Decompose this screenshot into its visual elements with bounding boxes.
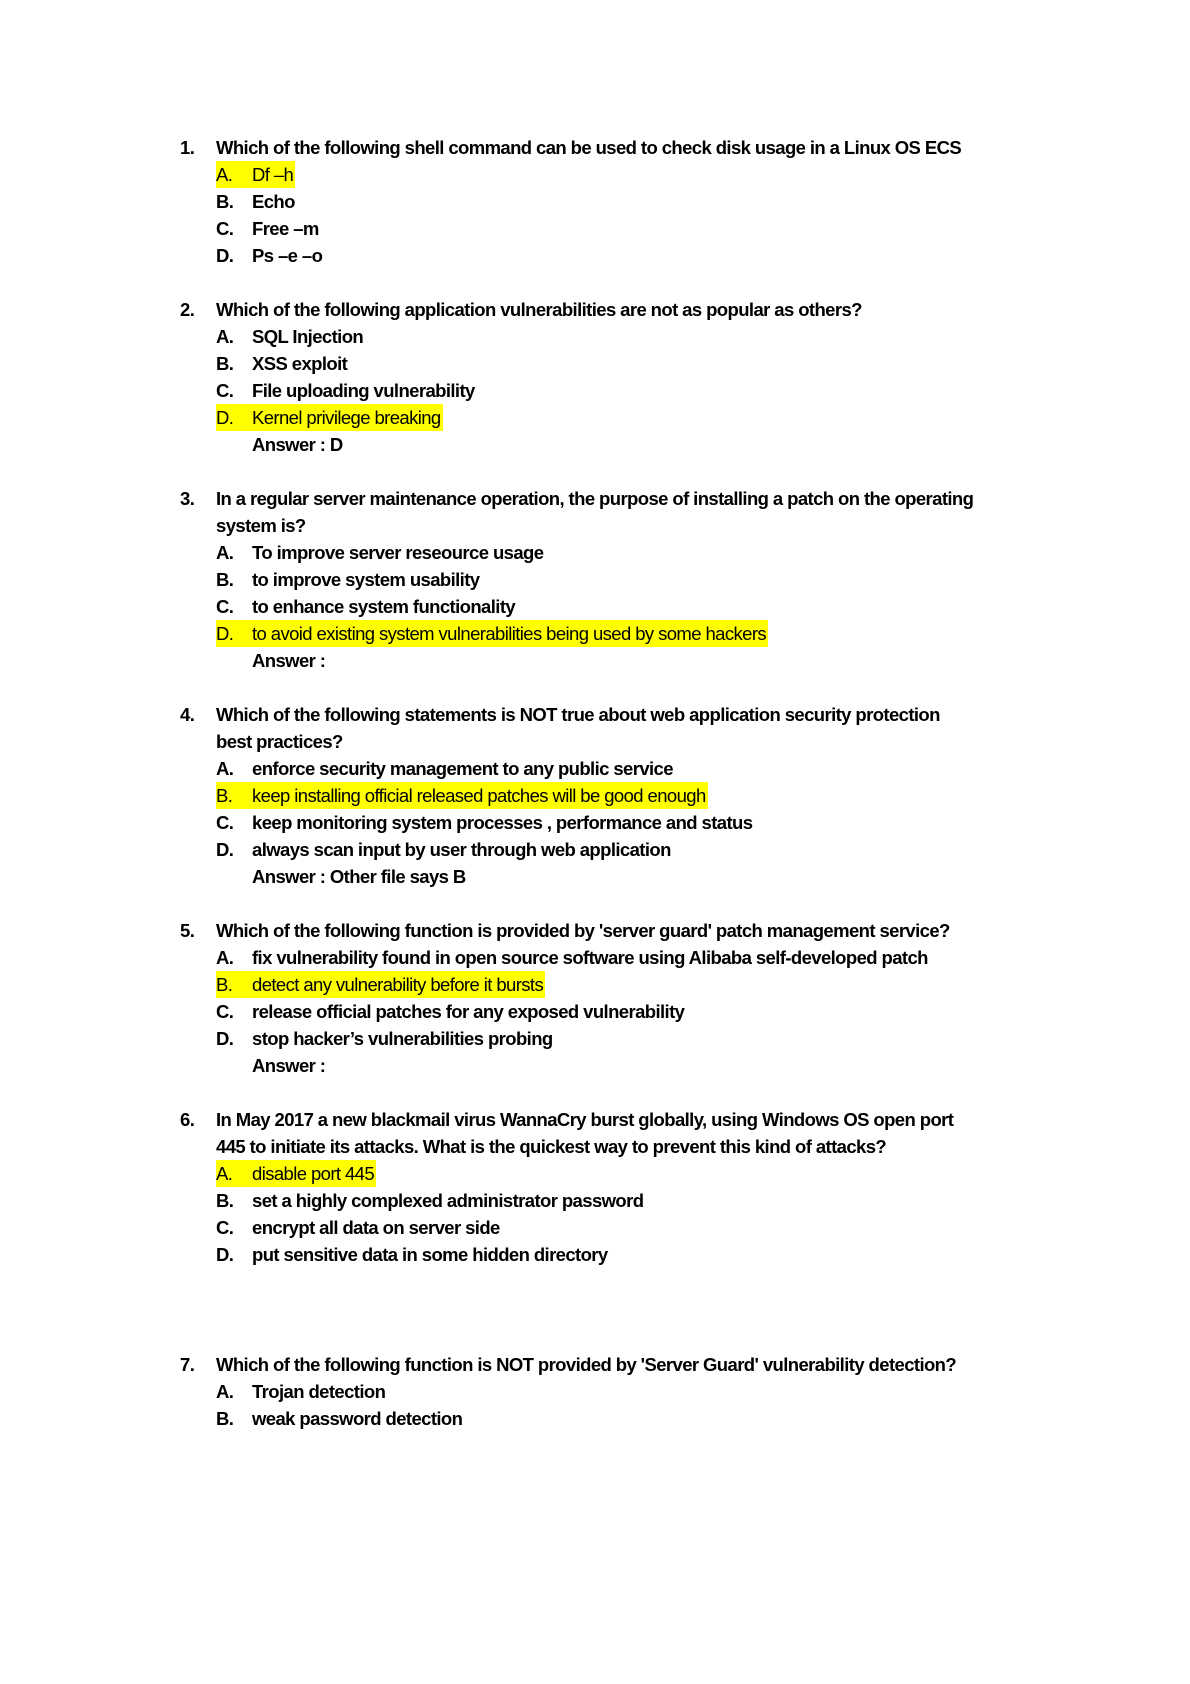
question-text: Which of the following function is NOT p… (216, 1354, 957, 1375)
question-2: 2. Which of the following application vul… (180, 296, 1060, 458)
question-number: 4. (180, 704, 195, 725)
question-6: 6. In May 2017 a new blackmail virus Wann… (180, 1106, 1060, 1268)
option-c: C.keep monitoring system processes , per… (216, 812, 753, 833)
answer-label: Answer : D (252, 434, 343, 455)
question-5: 5. Which of the following function is pro… (180, 917, 1060, 1079)
question-text-cont: best practices? (216, 731, 343, 752)
question-4: 4. Which of the following statements is N… (180, 701, 1060, 890)
question-text: Which of the following function is provi… (216, 920, 950, 941)
option-c: C.File uploading vulnerability (216, 380, 475, 401)
option-d: D.stop hacker’s vulnerabilities probing (216, 1028, 553, 1049)
question-text: Which of the following statements is NOT… (216, 704, 940, 725)
option-a: A.SQL Injection (216, 326, 364, 347)
option-c: C.Free –m (216, 218, 319, 239)
option-a-highlighted: A.Df –h (216, 161, 296, 188)
answer-label: Answer : Other file says B (252, 866, 466, 887)
option-d: D.always scan input by user through web … (216, 839, 671, 860)
question-text: In May 2017 a new blackmail virus WannaC… (216, 1109, 954, 1130)
question-text: Which of the following shell command can… (216, 137, 962, 158)
question-7: 7. Which of the following function is NOT… (180, 1351, 1060, 1432)
question-number: 6. (180, 1109, 195, 1130)
option-b: B.Echo (216, 191, 295, 212)
option-a-highlighted: A.disable port 445 (216, 1160, 377, 1187)
question-number: 7. (180, 1354, 195, 1375)
question-text: Which of the following application vulne… (216, 299, 862, 320)
option-a: A.Trojan detection (216, 1381, 386, 1402)
question-text-cont: system is? (216, 515, 306, 536)
option-b: B.weak password detection (216, 1408, 463, 1429)
question-number: 1. (180, 137, 195, 158)
option-b-highlighted: B.keep installing official released patc… (216, 782, 708, 809)
question-number: 3. (180, 488, 195, 509)
option-b: B.XSS exploit (216, 353, 348, 374)
option-a: A.enforce security management to any pub… (216, 758, 674, 779)
option-b: B.to improve system usability (216, 569, 480, 590)
question-number: 2. (180, 299, 195, 320)
option-b-highlighted: B.detect any vulnerability before it bur… (216, 971, 546, 998)
option-d-highlighted: D.Kernel privilege breaking (216, 404, 443, 431)
question-number: 5. (180, 920, 195, 941)
option-d: D.put sensitive data in some hidden dire… (216, 1244, 608, 1265)
answer-label: Answer : (252, 1055, 326, 1076)
option-d: D.Ps –e –o (216, 245, 323, 266)
question-3: 3. In a regular server maintenance operat… (180, 485, 1060, 674)
option-c: C.release official patches for any expos… (216, 1001, 685, 1022)
answer-label: Answer : (252, 650, 326, 671)
option-a: A.To improve server reseource usage (216, 542, 544, 563)
question-1: 1. Which of the following shell command c… (180, 134, 1060, 269)
question-text-cont: 445 to initiate its attacks. What is the… (216, 1136, 887, 1157)
option-c: C.encrypt all data on server side (216, 1217, 500, 1238)
option-c: C.to enhance system functionality (216, 596, 516, 617)
question-text: In a regular server maintenance operatio… (216, 488, 974, 509)
option-b: B.set a highly complexed administrator p… (216, 1190, 644, 1211)
option-d-highlighted: D.to avoid existing system vulnerabiliti… (216, 620, 769, 647)
option-a: A.fix vulnerability found in open source… (216, 947, 928, 968)
